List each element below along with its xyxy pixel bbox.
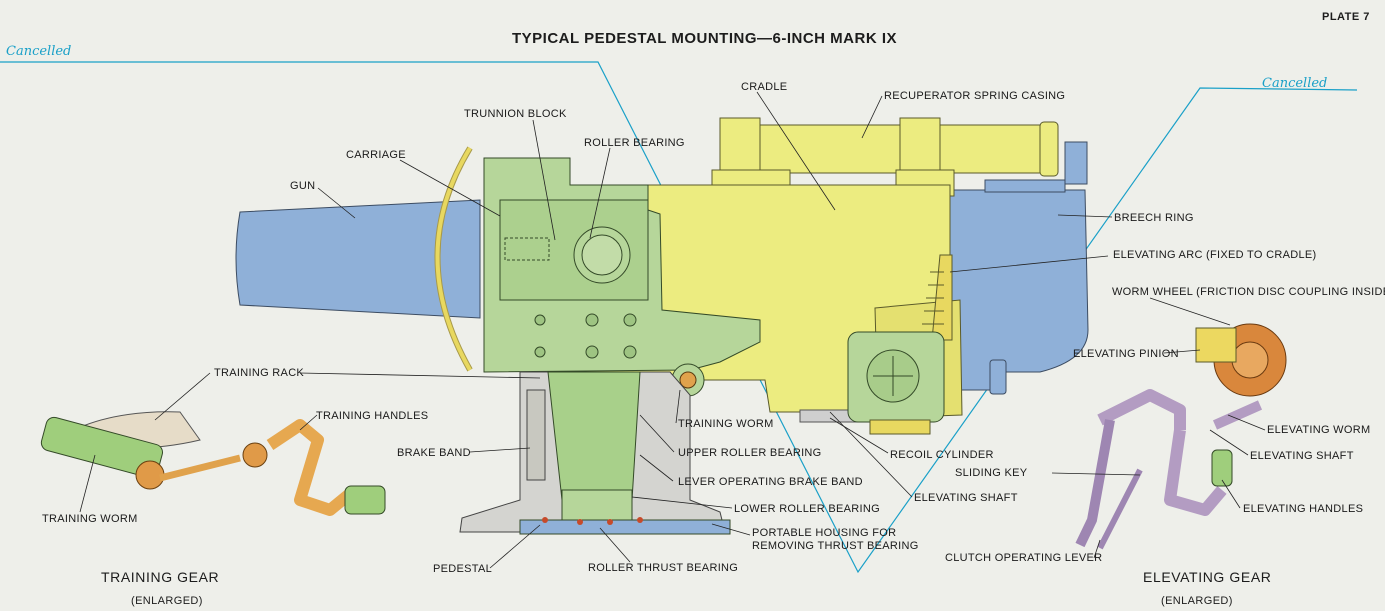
label-gun: GUN	[290, 180, 316, 192]
label-elevating-worm: ELEVATING WORM	[1267, 424, 1371, 436]
label-lower-roller-bearing: LOWER ROLLER BEARING	[734, 503, 880, 515]
label-elevating-pinion: ELEVATING PINION	[1073, 348, 1179, 360]
label-lever-brake-band: LEVER OPERATING BRAKE BAND	[678, 476, 863, 488]
label-sliding-key: SLIDING KEY	[955, 467, 1028, 479]
label-elevating-handles: ELEVATING HANDLES	[1243, 503, 1364, 515]
recuperator-casing	[725, 124, 1057, 174]
breech-ring	[949, 189, 1089, 391]
label-trunnion-block: TRUNNION BLOCK	[464, 108, 567, 120]
caption-elevating-gear: ELEVATING GEAR	[1143, 569, 1272, 585]
label-training-handles: TRAINING HANDLES	[316, 410, 429, 422]
caption-elevating-gear-sub: (ENLARGED)	[1161, 595, 1233, 607]
label-carriage: CARRIAGE	[346, 149, 406, 161]
plate-number: PLATE 7	[1322, 11, 1370, 23]
cancelled-stamp-right: Cancelled	[1262, 76, 1328, 91]
label-recoil-cylinder: RECOIL CYLINDER	[890, 449, 994, 461]
cancelled-stamp-left: Cancelled	[6, 44, 72, 59]
label-portable-housing-2: REMOVING THRUST BEARING	[752, 540, 919, 552]
label-elevating-arc: ELEVATING ARC (FIXED TO CRADLE)	[1113, 249, 1317, 261]
page-title: TYPICAL PEDESTAL MOUNTING—6-INCH MARK IX	[512, 30, 898, 47]
caption-training-gear-sub: (ENLARGED)	[131, 595, 203, 607]
leader-lines	[79, 91, 1266, 569]
label-training-worm-detail: TRAINING WORM	[42, 513, 138, 525]
caption-training-gear: TRAINING GEAR	[101, 569, 220, 585]
gun-barrel	[235, 199, 481, 319]
label-clutch-operating-lever: CLUTCH OPERATING LEVER	[945, 552, 1103, 564]
elevating-gear-illustration	[1075, 323, 1287, 550]
label-elevating-shaft-detail: ELEVATING SHAFT	[1250, 450, 1354, 462]
label-roller-thrust-bearing: ROLLER THRUST BEARING	[588, 562, 739, 574]
label-training-rack: TRAINING RACK	[214, 367, 305, 379]
label-elevating-shaft: ELEVATING SHAFT	[914, 492, 1018, 504]
cancellation-marks	[0, 61, 1358, 574]
label-training-worm: TRAINING WORM	[678, 418, 774, 430]
label-roller-bearing: ROLLER BEARING	[584, 137, 685, 149]
label-brake-band: BRAKE BAND	[397, 447, 471, 459]
label-pedestal: PEDESTAL	[433, 563, 493, 575]
label-portable-housing: PORTABLE HOUSING FOR	[752, 527, 897, 539]
label-recuperator: RECUPERATOR SPRING CASING	[884, 90, 1066, 102]
training-gear-illustration	[40, 411, 386, 516]
label-upper-roller-bearing: UPPER ROLLER BEARING	[678, 447, 822, 459]
label-worm-wheel: WORM WHEEL (FRICTION DISC COUPLING INSID…	[1112, 286, 1385, 298]
label-cradle: CRADLE	[741, 81, 788, 93]
label-breech-ring: BREECH RING	[1114, 212, 1194, 224]
